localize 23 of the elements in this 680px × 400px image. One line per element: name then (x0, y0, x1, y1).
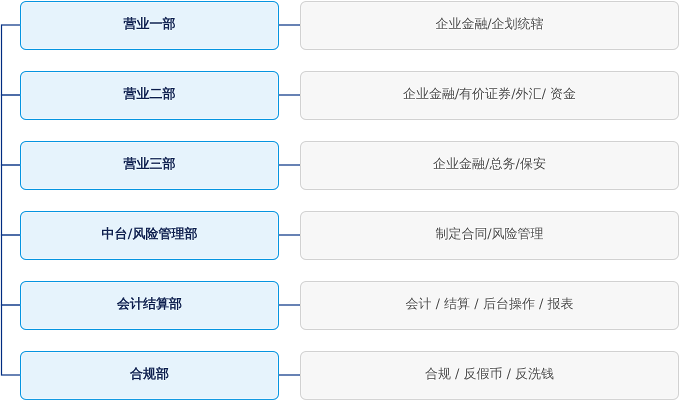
department-box: 营业二部 (20, 70, 279, 120)
description-box: 企业金融/企划统辖 (300, 0, 679, 50)
connector-line (0, 304, 20, 376)
department-box: 中台/风险管理部 (20, 210, 279, 260)
department-box: 营业一部 (20, 0, 279, 50)
description-box: 合规 / 反假币 / 反洗钱 (300, 350, 679, 400)
connector-line (279, 304, 300, 306)
connector-line (0, 164, 20, 236)
connector-line (279, 24, 300, 26)
description-box: 企业金融/有价证券/外汇/ 资金 (300, 70, 679, 120)
department-box: 营业三部 (20, 140, 279, 190)
description-box: 会计 / 结算 / 后台操作 / 报表 (300, 280, 679, 330)
connector-line (0, 94, 20, 166)
connector-line (279, 164, 300, 166)
description-box: 制定合同/风险管理 (300, 210, 679, 260)
department-box: 会计结算部 (20, 280, 279, 330)
description-box: 企业金融/总务/保安 (300, 140, 679, 190)
connector-line (0, 234, 20, 306)
connector-line (0, 24, 20, 96)
connector-line (279, 94, 300, 96)
connector-line (279, 374, 300, 376)
department-box: 合规部 (20, 350, 279, 400)
connector-line (279, 234, 300, 236)
